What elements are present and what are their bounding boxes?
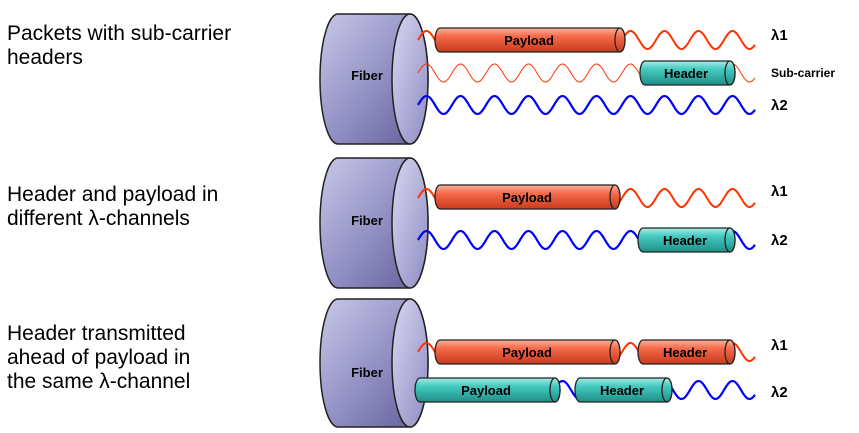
packet-end [724, 339, 736, 365]
row3-description-line2: ahead of payload in [7, 346, 191, 369]
payload-label: Payload [504, 33, 554, 48]
fiber-label: Fiber [351, 68, 383, 83]
lambda1-label: λ1 [771, 337, 788, 354]
header-label: Header [663, 233, 707, 248]
fiber-label: Fiber [351, 365, 383, 380]
lambda2-label: λ2 [771, 97, 788, 114]
payload-label: Payload [502, 190, 552, 205]
packet-end [724, 60, 736, 86]
lambda2-label: λ2 [771, 384, 788, 401]
payload-label: Payload [502, 345, 552, 360]
row1-description-line1: Packets with sub-carrier [7, 22, 232, 45]
row1-description-line2: headers [7, 46, 83, 69]
packet-end [549, 377, 561, 403]
header-packet-2: Header [574, 377, 673, 403]
subcarrier-label: Sub-carrier [771, 66, 835, 80]
lambda2-label: λ2 [771, 232, 788, 249]
packet-end [661, 377, 673, 403]
payload-packet: Payload [434, 184, 621, 210]
header-packet: Header [639, 60, 736, 86]
row3-description-line1: Header transmitted [7, 322, 186, 345]
header-packet: Header [637, 227, 736, 253]
payload-packet: Payload [434, 339, 621, 365]
lambda1-label: λ1 [771, 27, 788, 44]
payload-packet-2: Payload [414, 377, 561, 403]
row1-diagram: Fiber Payload Header λ1 Sub-carrier λ2 [319, 13, 835, 145]
packet-end [609, 339, 621, 365]
fiber-cylinder: Fiber [319, 13, 429, 145]
row2-description: Header and payload in different λ-channe… [7, 183, 218, 231]
row1-description: Packets with sub-carrier headers [7, 22, 231, 70]
row2-diagram: Fiber Payload Header λ1 λ2 [319, 157, 788, 289]
lambda1-label: λ1 [771, 183, 788, 200]
lambda2-wave [417, 94, 756, 116]
fiber-label: Fiber [351, 213, 383, 228]
row2-description-line2: different λ-channels [7, 207, 190, 230]
packet-end [724, 227, 736, 253]
row3-description-line3: the same λ-channel [7, 370, 191, 393]
payload-packet: Payload [434, 27, 626, 53]
header-label: Header [664, 66, 708, 81]
packet-end [614, 27, 626, 53]
header-label: Header [663, 345, 707, 360]
payload-label-2: Payload [461, 383, 511, 398]
header-packet: Header [637, 339, 736, 365]
row3-description: Header transmitted ahead of payload in t… [7, 322, 190, 394]
fiber-cylinder: Fiber [319, 298, 429, 428]
row2-description-line1: Header and payload in [7, 183, 219, 206]
row3-diagram: Fiber Payload Header Payload Header λ1 λ… [319, 298, 788, 428]
packet-end [609, 184, 621, 210]
fiber-cylinder: Fiber [319, 157, 429, 289]
header-label-2: Header [600, 383, 644, 398]
